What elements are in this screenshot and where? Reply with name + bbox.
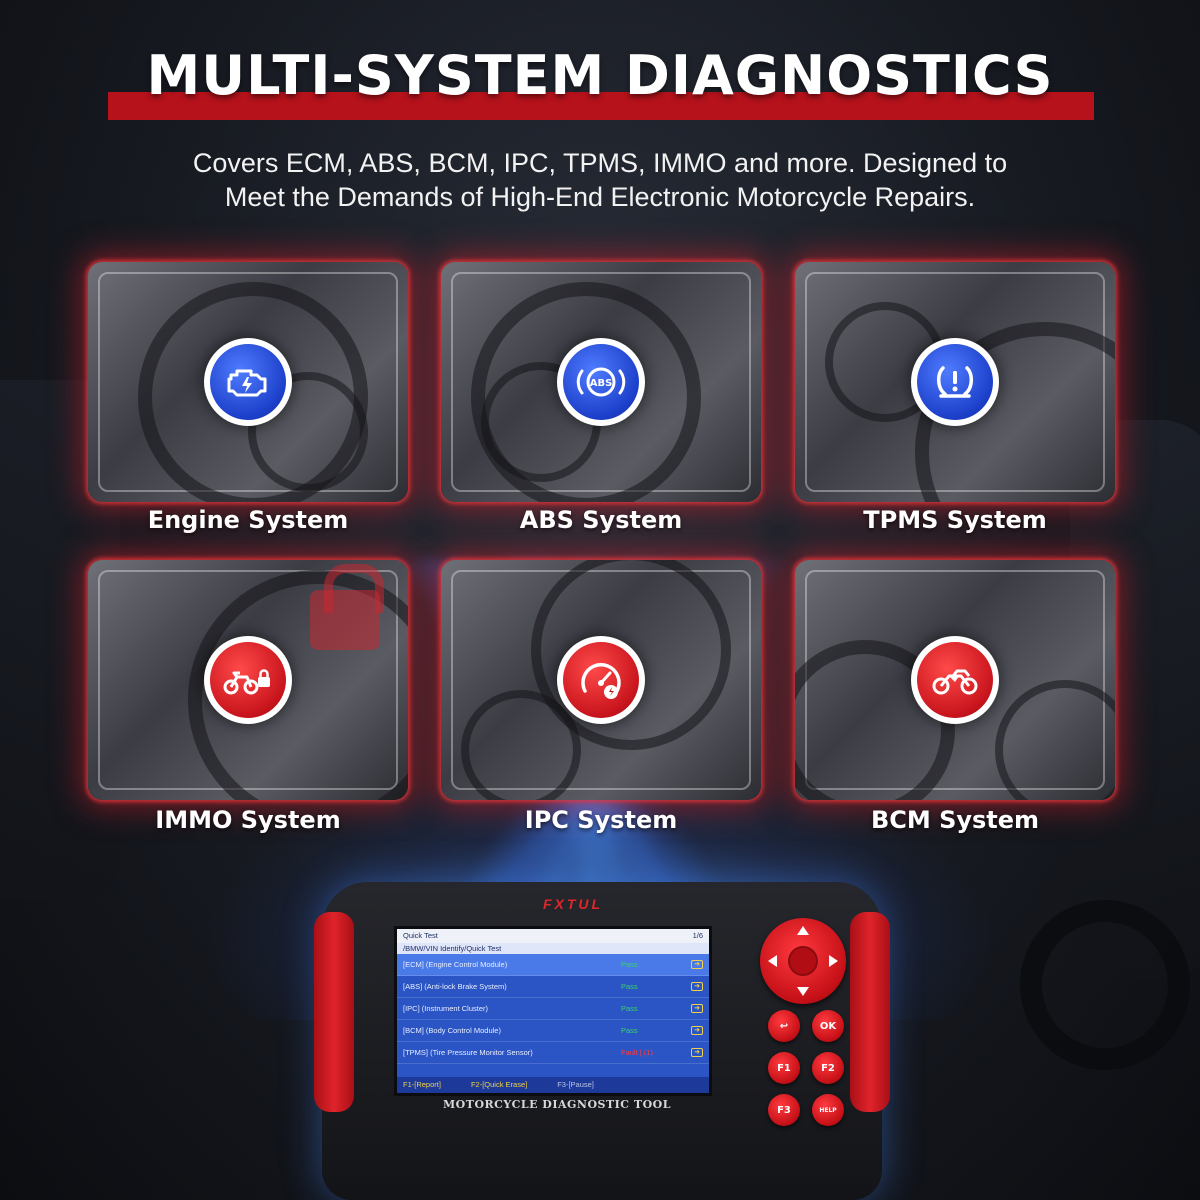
grip-right [850,912,890,1112]
f1-report-hint: F1-[Report] [403,1080,441,1089]
module-name: [BCM] (Body Control Module) [403,1026,501,1035]
screen-list-item[interactable]: [TPMS] (Tire Pressure Monitor Sensor) Fa… [397,1042,709,1064]
engine-badge [204,338,292,426]
grip-left [314,912,354,1112]
tire-pressure-icon [917,344,993,420]
abs-icon-text: ABS [590,378,613,389]
module-name: [ABS] (Anti-lock Brake System) [403,982,507,991]
dpad[interactable] [760,918,846,1004]
down-arrow-icon[interactable] [797,987,809,996]
page-subtitle: Covers ECM, ABS, BCM, IPC, TPMS, IMMO an… [100,146,1100,214]
module-status: Pass [621,982,638,991]
system-label-engine: Engine System [147,506,349,534]
module-name: [TPMS] (Tire Pressure Monitor Sensor) [403,1048,533,1057]
system-label-abs: ABS System [519,506,683,534]
enter-arrow-icon: ➜ [691,1048,703,1057]
left-arrow-icon[interactable] [768,955,777,967]
f2-erase-hint: F2-[Quick Erase] [470,1080,528,1089]
module-name: [ECM] (Engine Control Module) [403,960,508,969]
screen-list-item[interactable]: [ABS] (Anti-lock Brake System) Pass ➜ [397,976,709,998]
device-screen: Quick Test 1/6 /BMW/VIN Identify/Quick T… [394,926,712,1096]
abs-icon: ABS [563,344,639,420]
screen-list-item[interactable]: [ECM] (Engine Control Module) Pass ➜ [397,954,709,976]
system-label-ipc: IPC System [524,806,678,834]
speedometer-icon [563,642,639,718]
device-model-label: MOTORCYCLE DIAGNOSTIC TOOL [443,1098,671,1111]
enter-arrow-icon: ➜ [691,1004,703,1013]
dpad-center[interactable] [788,946,818,976]
ok-button[interactable]: OK [812,1010,844,1042]
screen-page-indicator: 1/6 [692,931,703,940]
f1-button[interactable]: F1 [768,1052,800,1084]
enter-arrow-icon: ➜ [691,960,703,969]
card-photo-shape [531,560,731,750]
immo-badge [204,636,292,724]
f2-button[interactable]: F2 [812,1052,844,1084]
motorcycle-icon [917,642,993,718]
module-status: Fault | (1) [621,1048,653,1057]
system-card-ipc [441,560,761,800]
page-title: MULTI-SYSTEM DIAGNOSTICS [146,44,1054,107]
abs-badge: ABS [557,338,645,426]
bcm-badge [911,636,999,724]
system-card-tpms [795,262,1115,502]
screen-footer: F1-[Report] F2-[Quick Erase] F3-[Pause] [397,1077,709,1093]
module-status: Pass [621,1026,638,1035]
engine-icon [210,344,286,420]
subtitle-line-1: Covers ECM, ABS, BCM, IPC, TPMS, IMMO an… [192,148,1008,178]
up-arrow-icon[interactable] [797,926,809,935]
right-arrow-icon[interactable] [829,955,838,967]
enter-arrow-icon: ➜ [691,1026,703,1035]
lock-decoration [310,564,384,650]
tpms-badge [911,338,999,426]
module-status: Pass [621,1004,638,1013]
system-card-engine [88,262,408,502]
diagnostic-tool-device: FXTUL Quick Test 1/6 /BMW/VIN Identify/Q… [314,882,890,1200]
f3-pause-hint: F3-[Pause] [557,1080,594,1089]
system-label-bcm: BCM System [870,806,1040,834]
screen-header: Quick Test 1/6 [397,929,709,943]
card-photo-shape [461,690,581,800]
screen-breadcrumb: /BMW/VIN Identify/Quick Test [397,943,709,954]
back-button[interactable]: ↩ [768,1010,800,1042]
motorcycle-lock-icon [210,642,286,718]
f3-button[interactable]: F3 [768,1094,800,1126]
system-label-tpms: TPMS System [863,506,1047,534]
module-name: [IPC] (Instrument Cluster) [403,1004,489,1013]
title-underline-bar [108,92,1094,120]
card-photo-shape [248,372,368,492]
help-button[interactable]: HELP [812,1094,844,1126]
system-label-immo: IMMO System [155,806,341,834]
system-card-bcm [795,560,1115,800]
screen-title: Quick Test [403,931,438,940]
subtitle-line-2: Meet the Demands of High-End Electronic … [224,182,976,212]
system-card-immo [88,560,408,800]
module-status: Pass [621,960,638,969]
card-photo-shape [995,680,1115,800]
ipc-badge [557,636,645,724]
enter-arrow-icon: ➜ [691,982,703,991]
screen-list-item[interactable]: [IPC] (Instrument Cluster) Pass ➜ [397,998,709,1020]
system-card-abs: ABS [441,262,761,502]
device-brand-logo: FXTUL [542,896,604,912]
screen-list-item[interactable]: [BCM] (Body Control Module) Pass ➜ [397,1020,709,1042]
